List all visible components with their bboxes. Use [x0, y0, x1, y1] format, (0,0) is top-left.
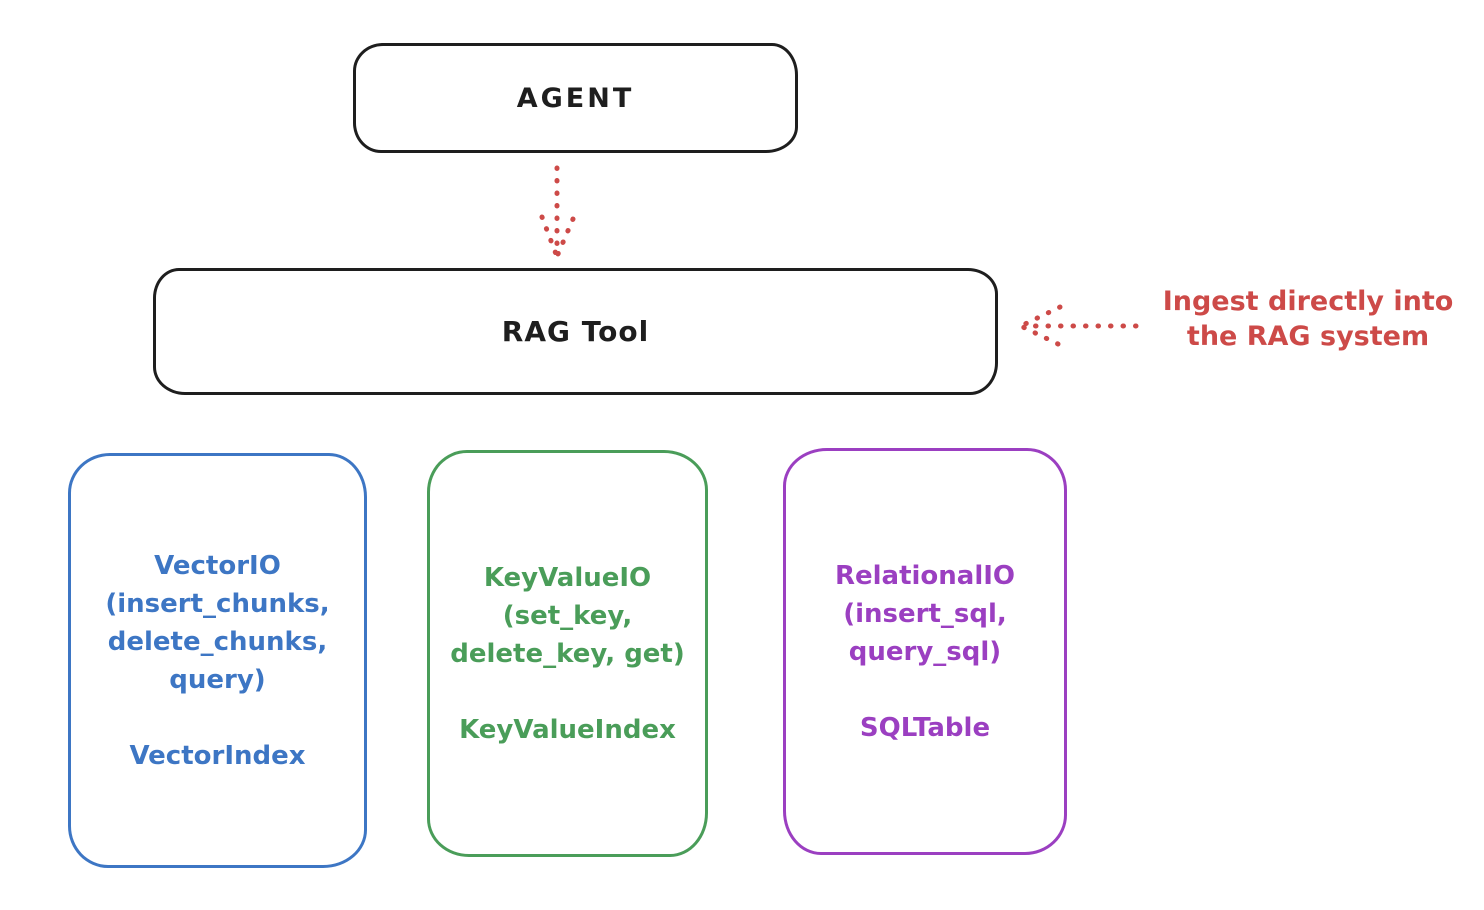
relational-io-line: query_sql): [848, 636, 1002, 667]
ingest-annotation-line2: the RAG system: [1186, 321, 1430, 352]
ingest-annotation: Ingest directly into the RAG system: [1140, 284, 1476, 354]
vector-io-line: query): [169, 664, 266, 695]
vector-index-label: VectorIndex: [129, 740, 306, 771]
vector-io-line: (insert_chunks,: [105, 588, 330, 619]
ingest-annotation-line1: Ingest directly into: [1162, 286, 1454, 317]
relational-io-node: RelationalIO (insert_sql, query_sql) SQL…: [783, 448, 1067, 855]
relational-io-lines: RelationalIO (insert_sql, query_sql): [835, 557, 1015, 671]
keyvalue-index-label: KeyValueIndex: [459, 714, 676, 745]
sql-table-label: SQLTable: [859, 712, 991, 743]
keyvalue-io-line: delete_key, get): [450, 638, 685, 669]
arrow-ingest-into-rag-icon: [1020, 304, 1139, 347]
agent-node: AGENT: [353, 43, 798, 153]
vector-io-line: VectorIO: [154, 550, 281, 581]
keyvalue-io-line: (set_key,: [502, 600, 633, 631]
vector-io-node: VectorIO (insert_chunks, delete_chunks, …: [68, 453, 367, 868]
relational-io-line: RelationalIO: [834, 560, 1016, 591]
keyvalue-io-node: KeyValueIO (set_key, delete_key, get) Ke…: [427, 450, 708, 857]
arrow-agent-to-ragtool-icon: [539, 165, 576, 257]
keyvalue-io-line: KeyValueIO: [483, 562, 652, 593]
rag-tool-node: RAG Tool: [153, 268, 998, 395]
keyvalue-io-lines: KeyValueIO (set_key, delete_key, get): [450, 559, 685, 673]
vector-io-lines: VectorIO (insert_chunks, delete_chunks, …: [105, 547, 329, 699]
relational-io-line: (insert_sql,: [843, 598, 1007, 629]
rag-tool-node-label: RAG Tool: [501, 315, 650, 348]
agent-node-label: AGENT: [516, 82, 635, 114]
vector-io-line: delete_chunks,: [107, 626, 328, 657]
